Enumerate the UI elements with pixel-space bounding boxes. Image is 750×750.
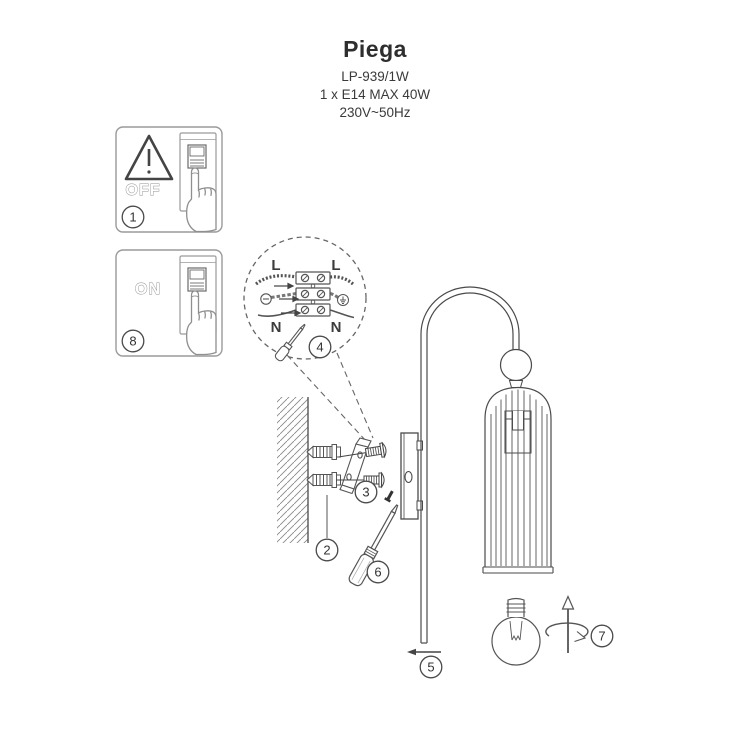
product-model: LP-939/1W xyxy=(341,69,409,84)
pole-inner xyxy=(426,292,514,643)
step1-panel: OFF 1 xyxy=(115,126,223,233)
step4-badge: 4 xyxy=(308,335,332,359)
step7-badge: 7 xyxy=(590,624,614,648)
step2-leader: 2 xyxy=(315,495,339,562)
svg-text:4: 4 xyxy=(316,340,323,355)
step5-badge xyxy=(419,655,443,679)
rotate-arrow-icon xyxy=(545,595,589,653)
label-neutral-right: N xyxy=(331,319,342,336)
bulb-icon xyxy=(491,597,541,666)
warning-triangle-icon xyxy=(124,134,174,181)
wire-end-minus xyxy=(260,293,272,305)
step3-badge: 3 xyxy=(354,480,378,504)
wall-hatch xyxy=(277,397,308,543)
wall-lamp xyxy=(400,286,554,644)
mounting-screw-top xyxy=(338,441,387,459)
pole-outer xyxy=(420,286,520,643)
svg-text:1: 1 xyxy=(129,210,136,225)
label-live-left: L xyxy=(271,257,280,274)
svg-text:8: 8 xyxy=(129,334,136,349)
plate-hole xyxy=(404,470,413,484)
wires xyxy=(255,274,355,319)
slide-arrow: 5 xyxy=(407,648,443,679)
bulb-filament xyxy=(509,620,523,642)
step8-badge: 8 xyxy=(121,329,145,353)
wire-end-earth-icon xyxy=(337,294,349,306)
product-title: Piega xyxy=(343,36,407,62)
wiring-detail: L L N N xyxy=(243,236,374,442)
header: Piega LP-939/1W 1 x E14 MAX 40W 230V~50H… xyxy=(0,0,750,120)
insert-arrows xyxy=(274,282,302,317)
shade-rim xyxy=(482,566,554,574)
shade-ribs xyxy=(490,389,548,566)
fixing-screw-small xyxy=(384,490,394,503)
label-live-right: L xyxy=(331,257,340,274)
terminal-block xyxy=(295,271,331,317)
step1-badge: 1 xyxy=(121,205,145,229)
wall-plug-top xyxy=(306,444,341,460)
product-voltage-spec: 230V~50Hz xyxy=(339,105,411,120)
on-label: ON xyxy=(135,281,161,298)
shade-collar xyxy=(508,380,524,388)
wall-plug-bottom xyxy=(306,472,341,488)
mini-screwdriver-icon xyxy=(274,323,306,362)
plate-tab-top xyxy=(416,440,423,451)
off-label: OFF xyxy=(126,182,161,199)
svg-text:3: 3 xyxy=(362,485,369,500)
step2-badge xyxy=(315,538,339,562)
callout-line-right xyxy=(336,352,374,439)
product-lamp-spec: 1 x E14 MAX 40W xyxy=(319,87,431,102)
svg-text:6: 6 xyxy=(374,565,381,580)
step8-panel: ON 8 xyxy=(115,249,223,357)
wall-section xyxy=(277,397,309,543)
svg-text:7: 7 xyxy=(598,629,605,644)
mounting-bracket xyxy=(339,437,372,495)
svg-text:2: 2 xyxy=(323,543,330,558)
lamp-sphere xyxy=(499,348,533,382)
plate-tab-bottom xyxy=(416,500,423,511)
arrow-head xyxy=(407,648,416,656)
screwdriver-icon xyxy=(348,504,399,587)
step6-badge: 6 xyxy=(366,560,390,584)
label-neutral-left: N xyxy=(271,319,282,336)
svg-text:5: 5 xyxy=(427,660,434,675)
wall-plate xyxy=(400,432,419,520)
